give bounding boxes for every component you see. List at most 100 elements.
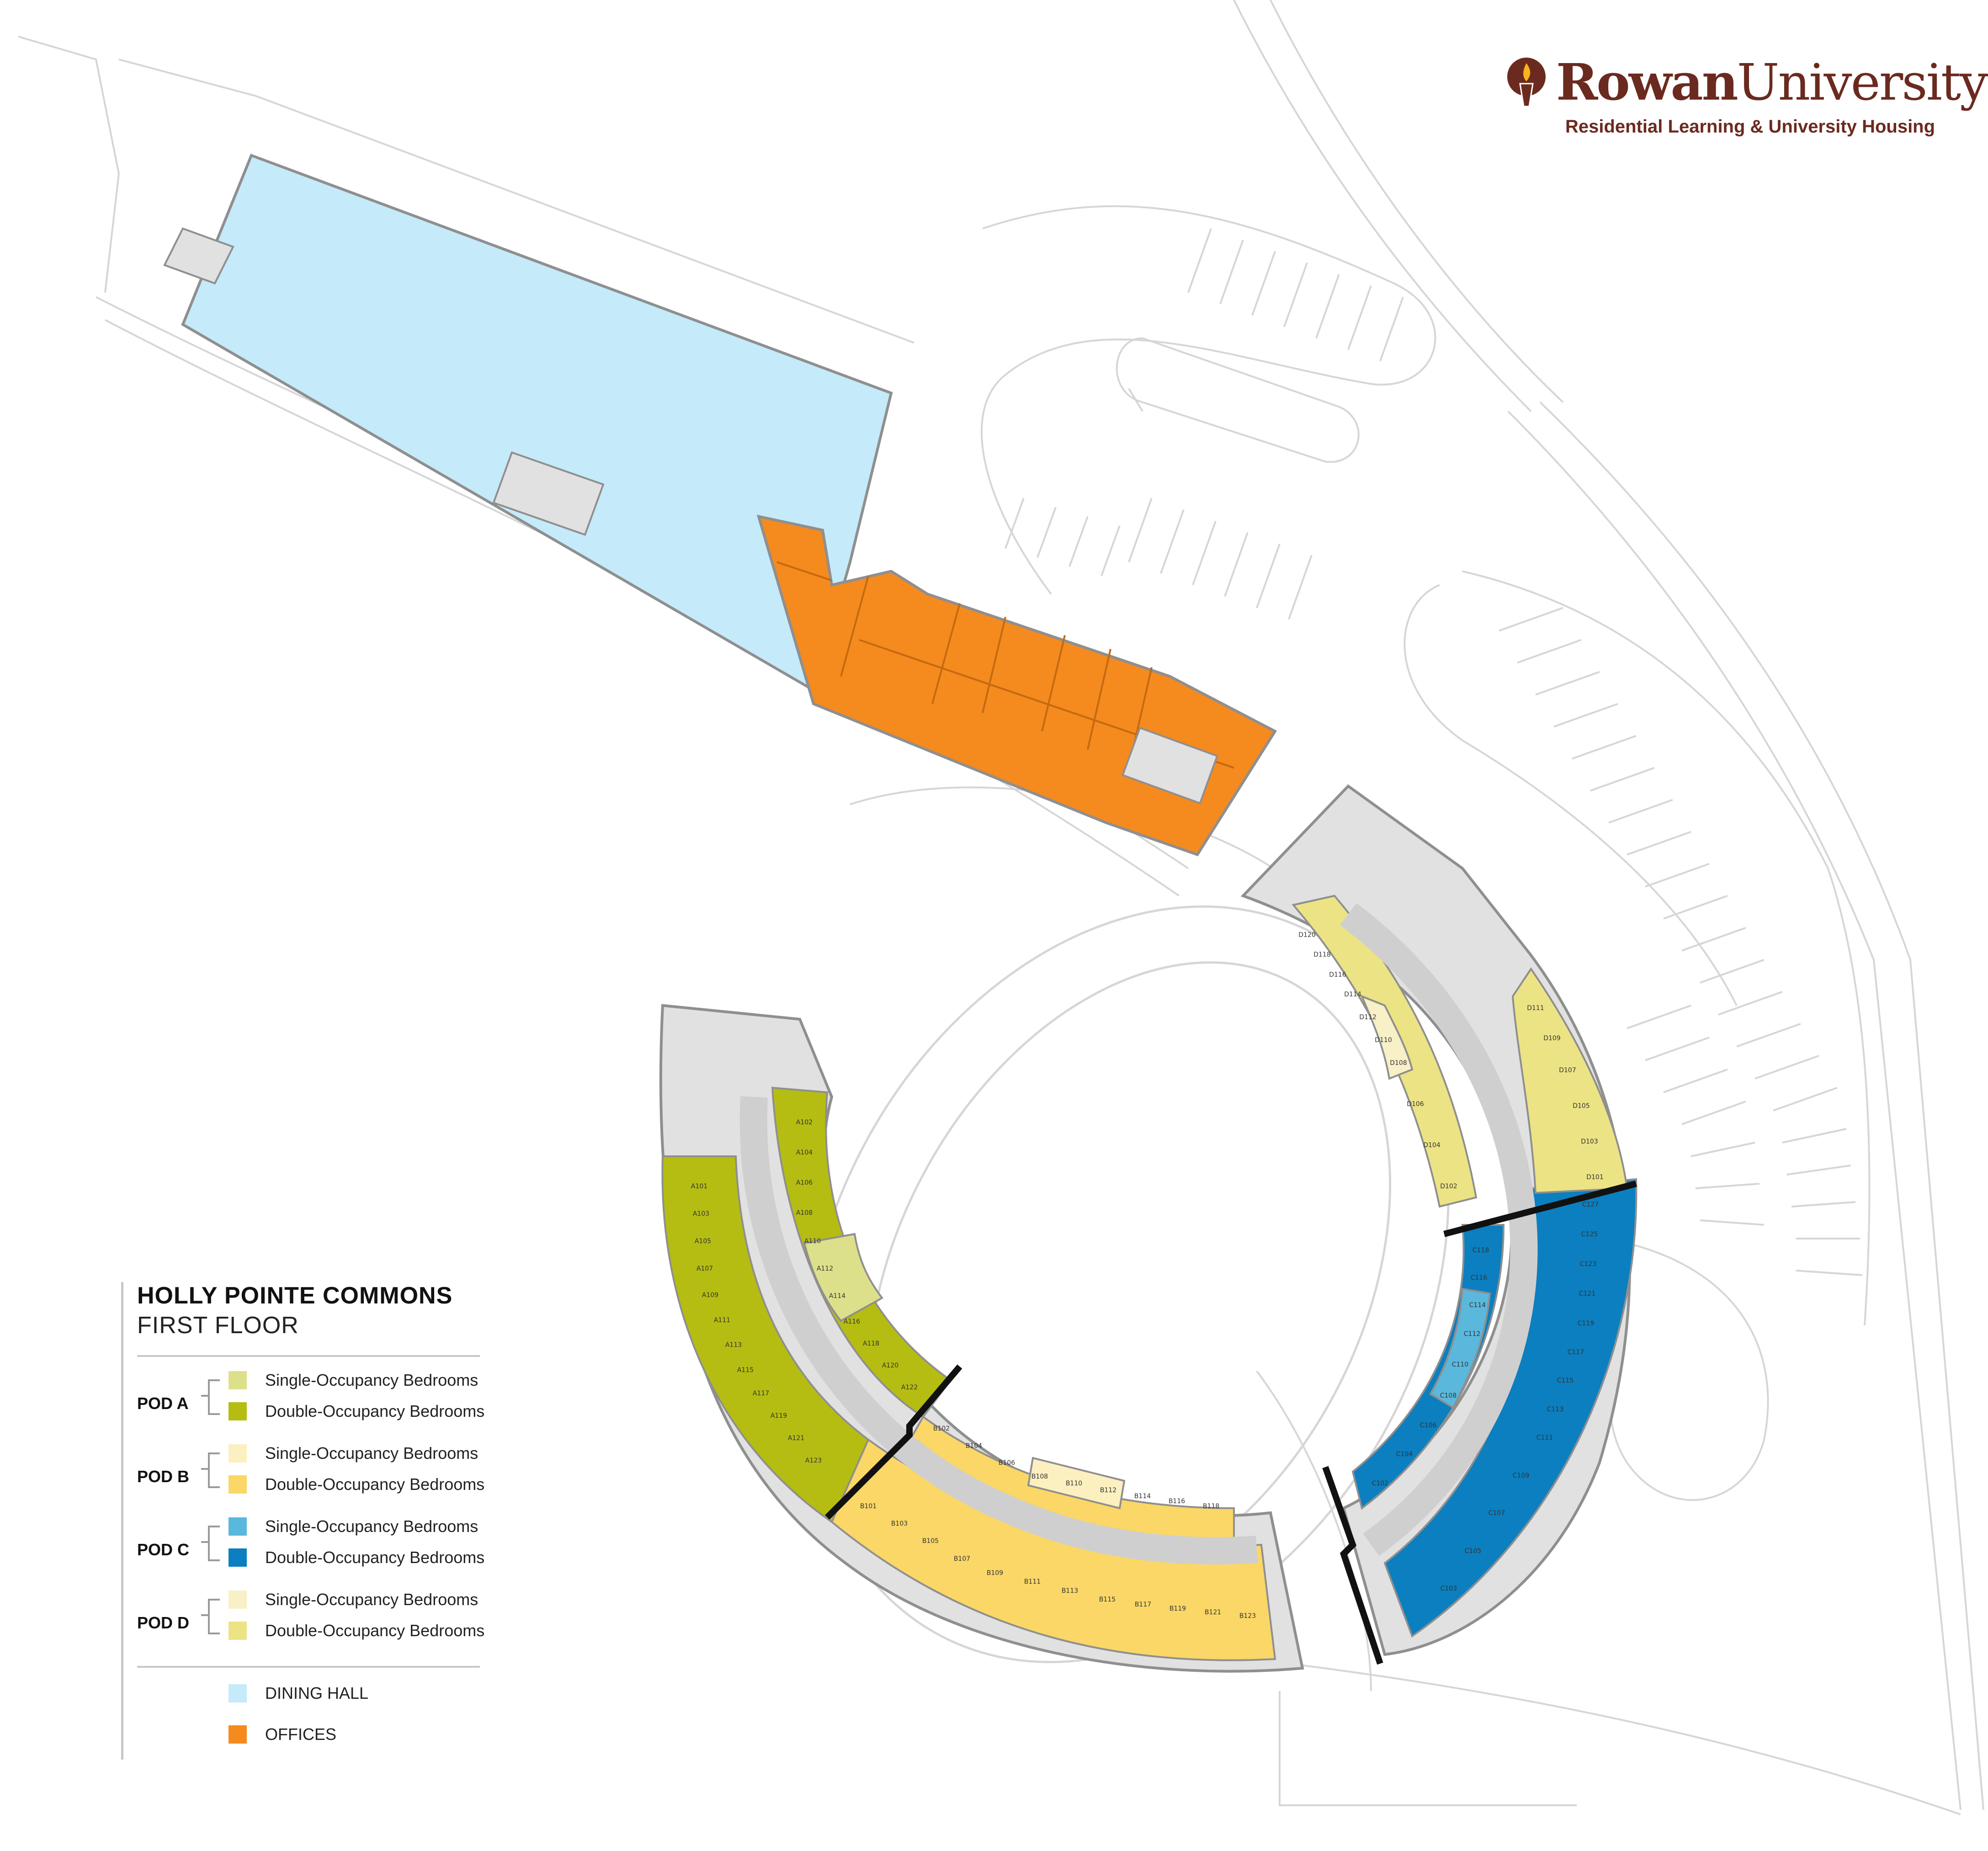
parking-stalls-north bbox=[1005, 228, 1404, 620]
legend-dining-hall: DINING HALL bbox=[137, 1684, 484, 1707]
swatch-pod-c-single bbox=[229, 1517, 247, 1536]
room-label: A116 bbox=[844, 1318, 860, 1325]
room-label: A103 bbox=[693, 1210, 709, 1218]
room-label: A104 bbox=[796, 1149, 813, 1156]
room-label: C105 bbox=[1465, 1548, 1482, 1555]
pod-dividers bbox=[825, 1181, 1637, 1665]
room-label: D108 bbox=[1390, 1059, 1407, 1067]
pod-c-single-rooms bbox=[1429, 1287, 1491, 1409]
dining-hall-stair-cores bbox=[163, 227, 605, 536]
room-label: B121 bbox=[1205, 1609, 1221, 1616]
room-label: C114 bbox=[1469, 1302, 1486, 1309]
room-label: A113 bbox=[725, 1341, 742, 1349]
parking-stalls-east bbox=[1499, 607, 1863, 1276]
room-label: B101 bbox=[860, 1503, 877, 1510]
room-label: C113 bbox=[1547, 1406, 1564, 1413]
room-label: B103 bbox=[891, 1520, 908, 1527]
room-label: B119 bbox=[1169, 1605, 1186, 1612]
room-label: D114 bbox=[1344, 991, 1361, 998]
swatch-pod-b-double bbox=[229, 1475, 247, 1494]
legend-brace-tick bbox=[201, 1614, 208, 1616]
legend-border bbox=[121, 1282, 123, 1760]
room-label: A109 bbox=[702, 1292, 718, 1299]
room-label: B114 bbox=[1134, 1493, 1151, 1500]
swatch-pod-b-single bbox=[229, 1444, 247, 1463]
room-label: B116 bbox=[1169, 1498, 1185, 1505]
legend-double-label: Double-Occupancy Bedrooms bbox=[265, 1548, 485, 1567]
brand-wordmark: RowanUniversity bbox=[1556, 53, 1988, 112]
legend-dining-label: DINING HALL bbox=[265, 1684, 369, 1702]
legend-title: HOLLY POINTE COMMONS bbox=[137, 1282, 453, 1309]
legend-pod-c: POD C Single-Occupancy Bedrooms Double-O… bbox=[137, 1517, 484, 1586]
room-label: D104 bbox=[1423, 1142, 1441, 1149]
legend-brace-tick bbox=[201, 1541, 208, 1543]
room-label: A106 bbox=[796, 1179, 813, 1186]
swatch-pod-d-single bbox=[229, 1590, 247, 1609]
pod-d-single-rooms bbox=[1360, 995, 1414, 1080]
room-label: C103 bbox=[1441, 1585, 1457, 1592]
pod-name: POD A bbox=[137, 1394, 189, 1413]
swatch-pod-a-double bbox=[229, 1402, 247, 1420]
legend-brace bbox=[208, 1526, 220, 1561]
room-label: A108 bbox=[796, 1209, 813, 1217]
room-label: C119 bbox=[1578, 1320, 1595, 1327]
room-label: C104 bbox=[1396, 1451, 1413, 1458]
room-label: D102 bbox=[1440, 1183, 1457, 1190]
ring-corridor bbox=[739, 903, 1538, 1565]
legend-double-label: Double-Occupancy Bedrooms bbox=[265, 1475, 485, 1494]
room-label: A110 bbox=[804, 1238, 821, 1245]
room-label: B117 bbox=[1135, 1601, 1151, 1608]
room-label: B108 bbox=[1031, 1473, 1048, 1480]
room-label: B102 bbox=[933, 1425, 950, 1432]
room-label: C110 bbox=[1452, 1361, 1469, 1368]
room-label: A117 bbox=[753, 1390, 769, 1397]
room-label: A115 bbox=[737, 1367, 754, 1374]
room-label: D111 bbox=[1527, 1005, 1544, 1012]
legend-double-label: Double-Occupancy Bedrooms bbox=[265, 1402, 485, 1420]
swatch-pod-a-single bbox=[229, 1371, 247, 1389]
room-label: B123 bbox=[1239, 1612, 1256, 1620]
room-label: A114 bbox=[829, 1293, 845, 1300]
legend-brace-tick bbox=[201, 1468, 208, 1470]
legend-pod-b: POD B Single-Occupancy Bedrooms Double-O… bbox=[137, 1444, 484, 1513]
legend-subtitle: FIRST FLOOR bbox=[137, 1312, 299, 1339]
room-label: B107 bbox=[954, 1555, 970, 1563]
room-label: C116 bbox=[1471, 1274, 1488, 1282]
room-label: A107 bbox=[696, 1265, 713, 1272]
legend-brace bbox=[208, 1379, 220, 1415]
room-label: A119 bbox=[771, 1412, 787, 1420]
room-label: A102 bbox=[796, 1119, 813, 1126]
legend-single-label: Single-Occupancy Bedrooms bbox=[265, 1590, 478, 1609]
room-label: D107 bbox=[1559, 1067, 1576, 1074]
room-label: C109 bbox=[1513, 1472, 1530, 1479]
room-label: D116 bbox=[1329, 971, 1346, 979]
room-label: C106 bbox=[1420, 1422, 1437, 1429]
legend-offices-label: OFFICES bbox=[265, 1725, 337, 1744]
room-label: B110 bbox=[1066, 1480, 1082, 1487]
room-label: B105 bbox=[922, 1537, 939, 1545]
legend-single-label: Single-Occupancy Bedrooms bbox=[265, 1517, 478, 1536]
room-label: A112 bbox=[817, 1265, 833, 1272]
legend-single-label: Single-Occupancy Bedrooms bbox=[265, 1371, 478, 1389]
room-label: B111 bbox=[1024, 1578, 1041, 1585]
rowan-university-logo: RowanUniversity Residential Learning & U… bbox=[1504, 53, 1988, 149]
legend-pod-d: POD D Single-Occupancy Bedrooms Double-O… bbox=[137, 1590, 484, 1659]
room-label: D118 bbox=[1313, 951, 1331, 958]
room-label: D109 bbox=[1543, 1035, 1561, 1042]
room-label: A105 bbox=[695, 1238, 711, 1245]
room-label: B106 bbox=[999, 1459, 1015, 1467]
room-label: C112 bbox=[1464, 1330, 1481, 1338]
room-label: B118 bbox=[1203, 1503, 1219, 1510]
swatch-pod-c-double bbox=[229, 1548, 247, 1567]
legend-single-label: Single-Occupancy Bedrooms bbox=[265, 1444, 478, 1463]
room-label: C108 bbox=[1440, 1392, 1457, 1399]
room-label: B115 bbox=[1099, 1596, 1116, 1603]
room-label: D106 bbox=[1407, 1101, 1424, 1108]
torch-icon bbox=[1507, 58, 1546, 107]
room-label: C123 bbox=[1580, 1261, 1597, 1268]
legend-brace bbox=[208, 1599, 220, 1634]
legend-double-label: Double-Occupancy Bedrooms bbox=[265, 1621, 485, 1640]
pod-d-inner-rooms bbox=[1292, 894, 1478, 1208]
brand-subtitle: Residential Learning & University Housin… bbox=[1565, 117, 1935, 137]
